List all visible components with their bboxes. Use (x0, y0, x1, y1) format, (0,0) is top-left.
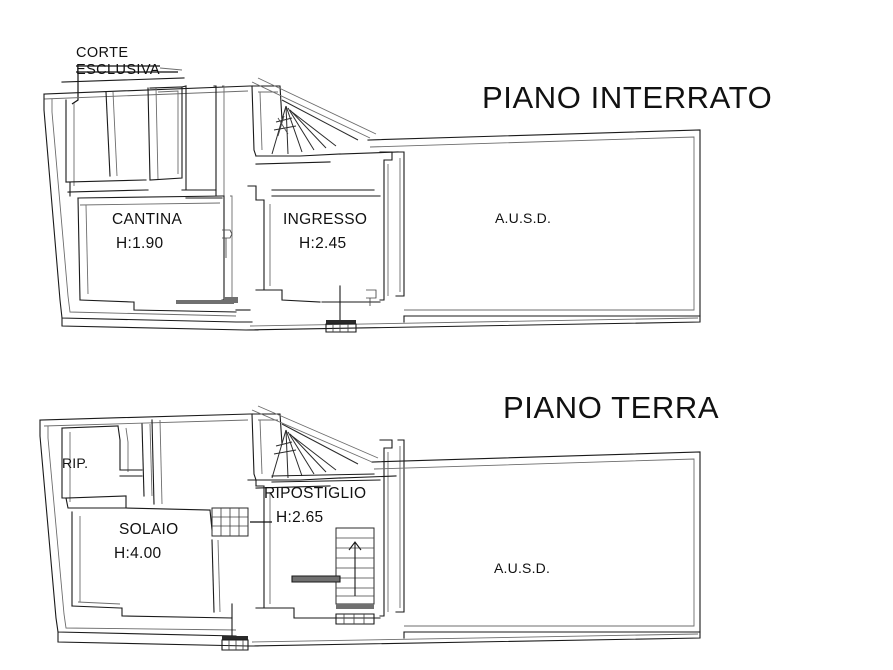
corte-esclusiva-line2: ESCLUSIVA (76, 62, 160, 78)
solaio-small-stair-symbol (211, 507, 249, 537)
ripostiglio-label: RIPOSTIGLIO (264, 485, 366, 502)
cantina-label: CANTINA (112, 211, 182, 228)
basement-entry-step-symbol (325, 285, 357, 333)
cantina-ingresso-divider (176, 195, 251, 311)
ground-floor-group (39, 405, 701, 651)
basement-fixture-symbol (366, 289, 377, 306)
basement-labels: PIANO INTERRATO CORTE ESCLUSIVA CANTINA … (76, 45, 772, 252)
ausd-basement-label: A.U.S.D. (495, 210, 551, 226)
basement-courtyard-outline (43, 77, 253, 100)
ripostiglio-room-walls (247, 473, 381, 619)
ground-ausd-left-wall (339, 439, 405, 617)
ingresso-label: INGRESSO (283, 211, 367, 228)
cantina-room-walls (77, 195, 237, 313)
cantina-height-label: H:1.90 (116, 235, 164, 252)
basement-mid-vertical-wall (181, 85, 225, 199)
solaio-height-label: H:4.00 (114, 545, 162, 562)
basement-ausd-area (245, 129, 701, 331)
cantina-door-symbol (222, 229, 233, 258)
ausd-ground-label: A.U.S.D. (494, 560, 550, 576)
solaio-room-walls (71, 509, 233, 619)
basement-upper-middle-room (149, 86, 183, 181)
basement-top-hatch (251, 77, 377, 139)
ripostiglio-height-label: H:2.65 (276, 509, 323, 526)
ground-top-hatch (251, 405, 379, 463)
ground-title: PIANO TERRA (503, 390, 719, 425)
ground-upper-staircase (251, 413, 359, 489)
basement-upper-partition (105, 87, 159, 181)
rip-label: RIP. (62, 455, 88, 471)
ingresso-height-label: H:2.45 (299, 235, 346, 252)
basement-upper-left-room (65, 99, 149, 197)
ground-left-outer-walls (39, 413, 259, 647)
basement-floor-group (43, 65, 701, 333)
ground-ausd-area (247, 451, 701, 647)
ground-mid-vertical-walls (65, 419, 211, 511)
basement-title: PIANO INTERRATO (482, 80, 772, 115)
basement-staircase (251, 85, 359, 165)
ground-labels: PIANO TERRA RIP. SOLAIO H:4.00 RIPOSTIGL… (62, 390, 719, 576)
corte-esclusiva-line1: CORTE (76, 45, 129, 61)
ground-internal-staircase (335, 527, 375, 625)
rip-room-walls (61, 423, 153, 502)
ground-landing-hatch (291, 575, 341, 583)
solaio-label: SOLAIO (119, 521, 179, 538)
ground-entry-step-symbol (221, 603, 249, 651)
basement-ausd-left-wall (339, 151, 405, 301)
